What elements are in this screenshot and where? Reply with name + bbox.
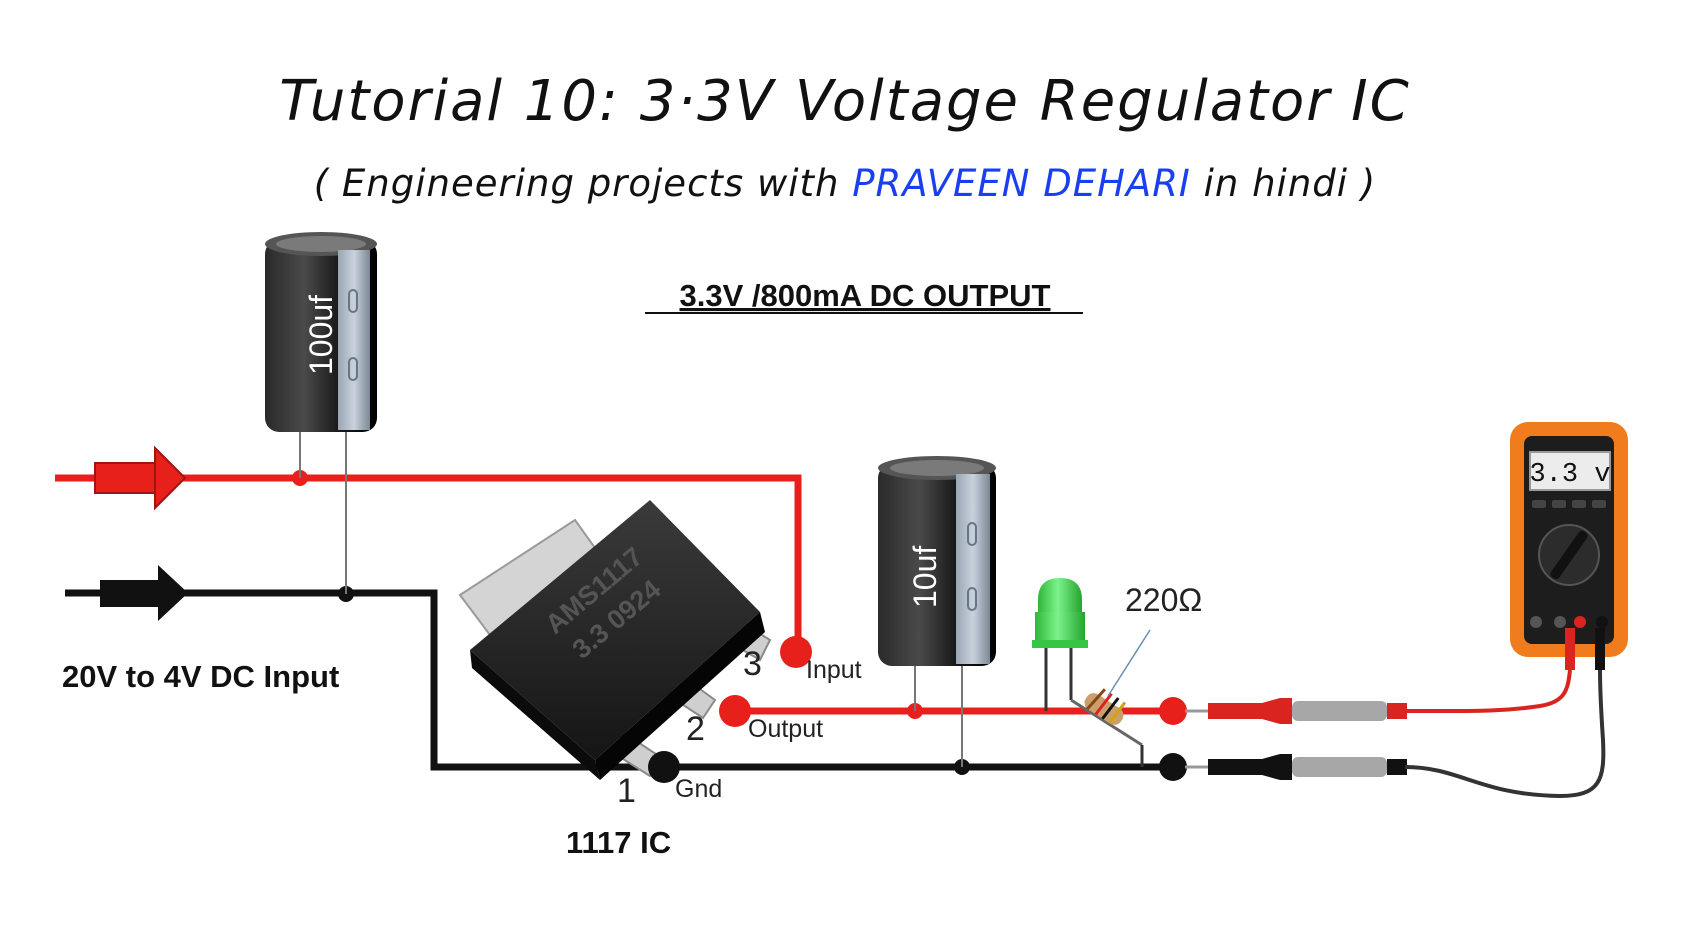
multimeter-reading: 3.3 v bbox=[1529, 460, 1610, 490]
ic-part-label: 1117 IC bbox=[566, 825, 671, 860]
page-title: Tutorial 10: 3·3V Voltage Regulator IC bbox=[279, 69, 1411, 134]
pin-2-number: 2 bbox=[686, 710, 705, 748]
output-positive-terminal bbox=[1159, 697, 1187, 725]
pin-1-pad bbox=[648, 751, 680, 783]
regulator-ic: AMS1117 3.3 0924 bbox=[458, 500, 772, 780]
resistor-value: 220Ω bbox=[1125, 582, 1202, 618]
subtitle-prefix: ( Engineering projects with bbox=[314, 162, 852, 205]
black-probe bbox=[1185, 669, 1606, 799]
resistor bbox=[1070, 629, 1151, 767]
output-ground-terminal bbox=[1159, 753, 1187, 781]
output-capacitor: 10uf bbox=[878, 456, 996, 767]
pin-3-number: 3 bbox=[743, 645, 762, 683]
ground-input-arrow bbox=[100, 565, 188, 621]
input-voltage-label: 20V to 4V DC Input bbox=[62, 659, 339, 694]
red-probe bbox=[1185, 669, 1572, 724]
pin-3-pad bbox=[780, 636, 812, 668]
ground-wire bbox=[65, 589, 1173, 771]
pin-3-name: Input bbox=[806, 656, 862, 684]
pin-1-number: 1 bbox=[617, 772, 636, 810]
pin-1-name: Gnd bbox=[675, 775, 722, 803]
page-subtitle: ( Engineering projects with PRAVEEN DEHA… bbox=[314, 162, 1377, 205]
green-led bbox=[1032, 578, 1088, 711]
pin-2-pad bbox=[719, 695, 751, 727]
subtitle-suffix: in hindi ) bbox=[1191, 162, 1376, 205]
author-name: PRAVEEN DEHARI bbox=[852, 162, 1191, 205]
multimeter: 3.3 v bbox=[1510, 422, 1628, 670]
input-capacitor: 100uf bbox=[265, 232, 377, 594]
output-label: 3.3V /800mA DC OUTPUT bbox=[680, 278, 1051, 313]
output-capacitor-value: 10uf bbox=[907, 546, 943, 608]
pin-2-name: Output bbox=[748, 715, 823, 743]
positive-input-arrow bbox=[94, 445, 187, 511]
input-capacitor-value: 100uf bbox=[303, 295, 339, 375]
